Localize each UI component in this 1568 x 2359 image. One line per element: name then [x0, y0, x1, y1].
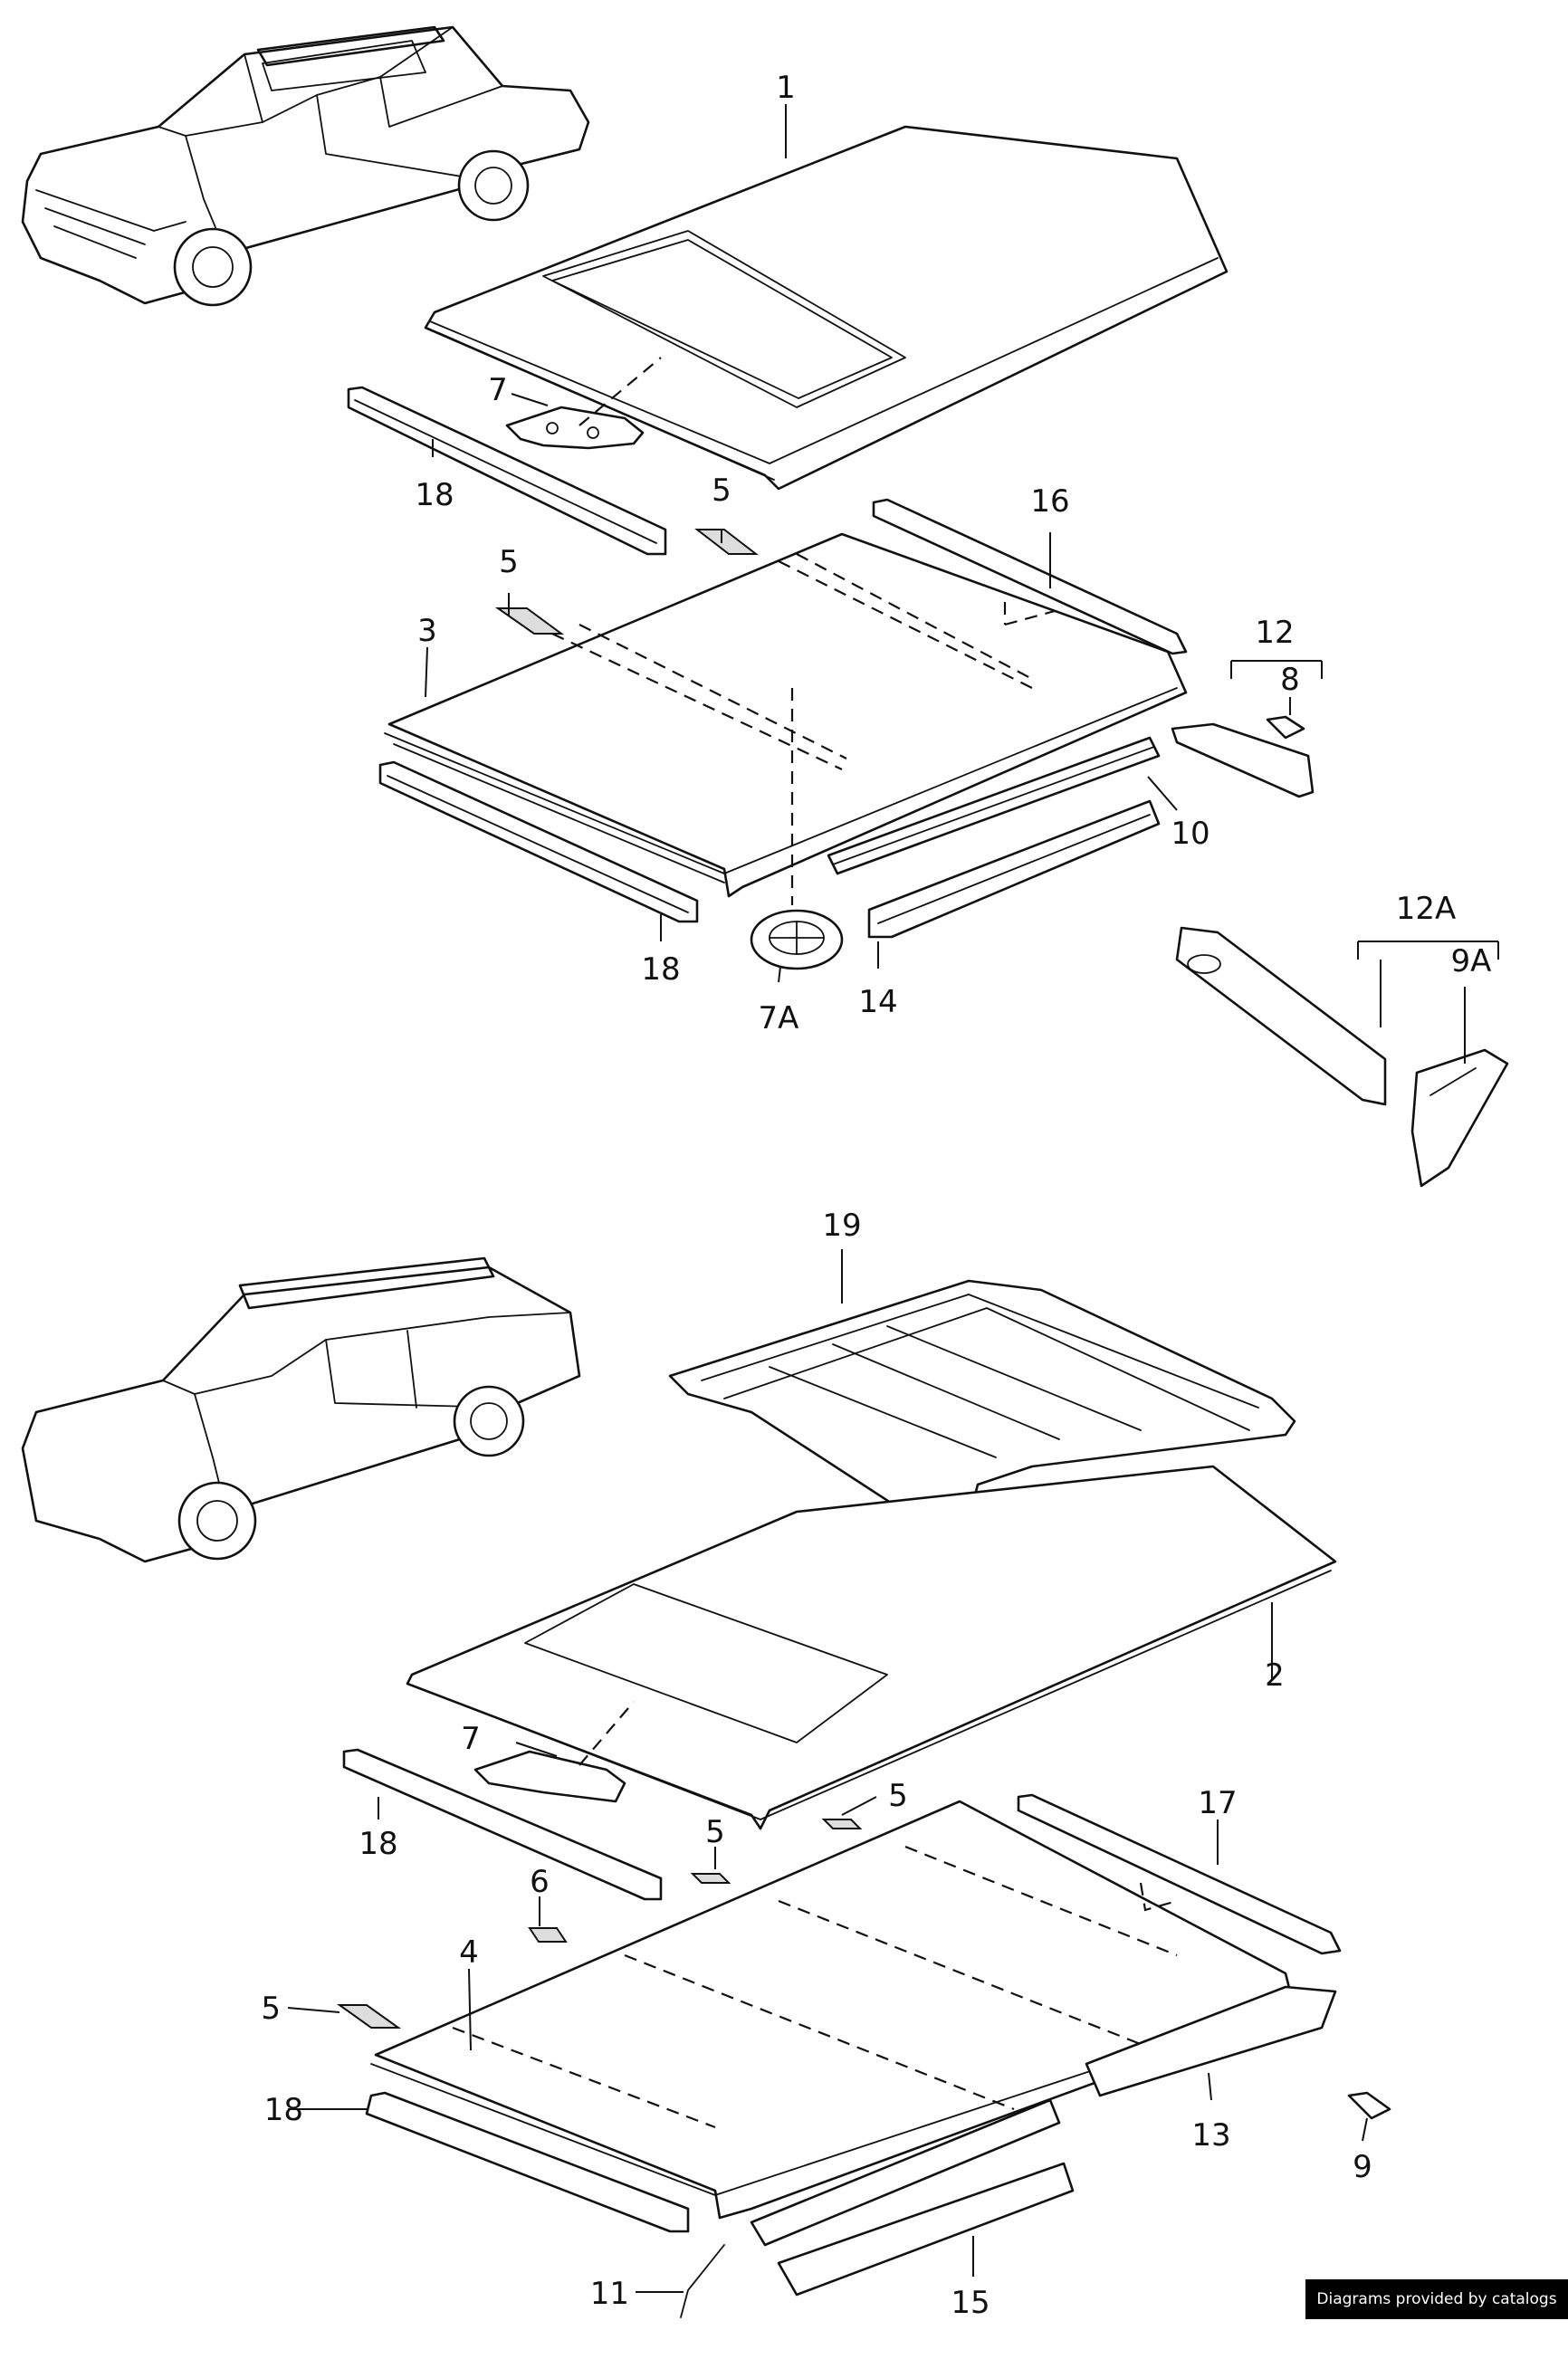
callout-5-d: 5	[705, 1814, 725, 1850]
clip-d	[336, 2004, 402, 2029]
roof-rail-right-wagon	[1017, 1793, 1342, 1955]
callout-2: 2	[1265, 1657, 1285, 1694]
callout-5-e: 5	[261, 1991, 281, 2027]
callout-18-b: 18	[641, 951, 680, 988]
pillar-inner-panel	[1410, 1048, 1509, 1188]
sunroof-bracket-wagon	[473, 1701, 635, 1803]
callout-7-bottom: 7	[461, 1721, 481, 1757]
rear-cross-member	[827, 736, 1161, 875]
roof-rail-rear-wagon	[342, 1748, 663, 1901]
side-member-15	[777, 2162, 1075, 2297]
callout-labels: 1 7 18 5 16 5 3 12 8 10 18 7A 14 12A 9A …	[261, 70, 1491, 2319]
rear-pillar-bracket	[1171, 715, 1315, 798]
callout-7A: 7A	[759, 1000, 799, 1036]
callout-17: 17	[1198, 1785, 1237, 1821]
plug-grommet	[750, 688, 844, 970]
sunroof-bracket	[505, 357, 662, 450]
roof-rail-rear	[347, 386, 667, 556]
small-clip-9	[1347, 2091, 1391, 2120]
clip-a	[690, 1873, 731, 1884]
roof-rack	[668, 1279, 1296, 1559]
roof-rail-lower-wagon	[365, 2091, 690, 2233]
callout-18-c: 18	[359, 1826, 397, 1862]
callout-5-a: 5	[712, 473, 731, 509]
callout-6: 6	[530, 1864, 550, 1900]
callout-12A: 12A	[1396, 891, 1457, 927]
callout-9: 9	[1353, 2149, 1372, 2185]
clip-b	[821, 1819, 863, 1829]
callout-18-a: 18	[415, 477, 454, 513]
roof-panel-main	[384, 532, 1188, 898]
wagon-car-illustration	[21, 1256, 581, 1563]
callout-9A: 9A	[1451, 943, 1492, 979]
callout-14: 14	[858, 984, 897, 1020]
pillar-reinforcement	[1175, 926, 1387, 1106]
callout-5-b: 5	[499, 544, 519, 580]
callout-5-c: 5	[888, 1778, 908, 1814]
callout-12: 12	[1255, 615, 1294, 651]
credit-badge: Diagrams provided by catalogs parts	[1305, 2279, 1568, 2348]
callout-19: 19	[822, 1208, 861, 1244]
roof-rail-right	[872, 498, 1188, 655]
callout-7-top: 7	[488, 372, 508, 408]
callout-15: 15	[951, 2285, 990, 2319]
notchback-car-illustration	[21, 25, 590, 307]
callout-10: 10	[1171, 816, 1209, 852]
gutter-strip-11	[680, 2098, 1061, 2318]
roof-rail-lower-left	[378, 760, 699, 923]
clip-c	[528, 1927, 568, 1943]
callout-4: 4	[459, 1934, 479, 1971]
callout-16: 16	[1030, 483, 1069, 520]
clip-small	[694, 529, 759, 555]
callout-8: 8	[1280, 662, 1300, 698]
side-member	[867, 799, 1161, 939]
clip-left	[494, 607, 565, 635]
callout-11: 11	[590, 2276, 629, 2312]
side-member-13	[1085, 1985, 1337, 2097]
callout-18-d: 18	[264, 2092, 303, 2128]
callout-13: 13	[1191, 2117, 1230, 2154]
callout-1: 1	[776, 70, 796, 106]
callout-3: 3	[417, 613, 437, 649]
leader-lines	[287, 104, 1499, 2293]
roof-panel-wagon-sunroof	[406, 1465, 1337, 1830]
roof-panel-sunroof	[424, 125, 1229, 491]
